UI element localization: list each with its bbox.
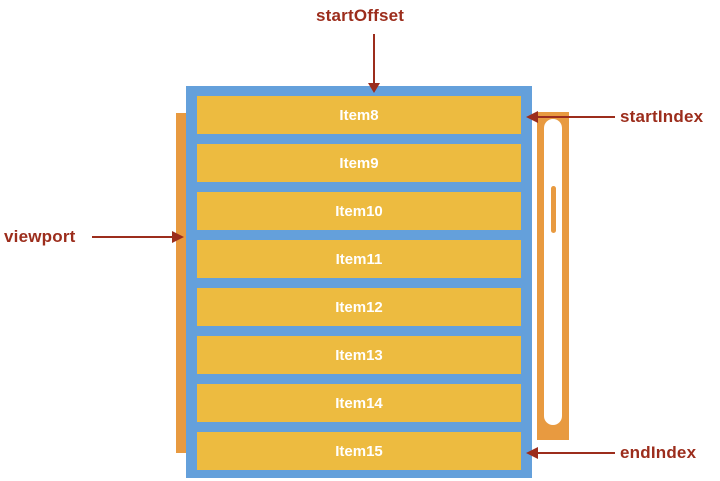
list-item[interactable]: Item9 xyxy=(197,144,521,182)
list-item[interactable]: Item13 xyxy=(197,336,521,374)
list-item[interactable]: Item15 xyxy=(197,432,521,470)
list-item[interactable]: Item12 xyxy=(197,288,521,326)
list-item[interactable]: Item14 xyxy=(197,384,521,422)
leader-line-viewport xyxy=(92,236,174,238)
annotation-label-start-index: startIndex xyxy=(620,107,704,126)
list-item[interactable]: Item11 xyxy=(197,240,521,278)
viewport-box: Item8 Item9 Item10 Item11 Item12 Item13 … xyxy=(186,86,532,478)
leader-line-start-offset xyxy=(373,34,375,86)
content-column-left xyxy=(176,113,188,453)
arrow-left-icon xyxy=(526,447,538,459)
scrollbar-track[interactable] xyxy=(544,119,562,425)
list-item[interactable]: Item8 xyxy=(197,96,521,134)
arrow-left-icon xyxy=(526,111,538,123)
arrow-right-icon xyxy=(172,231,184,243)
leader-line-end-index xyxy=(537,452,615,454)
annotation-label-end-index: endIndex xyxy=(620,443,697,462)
annotation-label-viewport: viewport xyxy=(4,227,76,246)
annotation-label-start-offset: startOffset xyxy=(316,6,405,25)
leader-line-start-index xyxy=(537,116,615,118)
list-item[interactable]: Item10 xyxy=(197,192,521,230)
scrollbar-thumb[interactable] xyxy=(551,186,556,233)
arrow-down-icon xyxy=(368,83,380,93)
